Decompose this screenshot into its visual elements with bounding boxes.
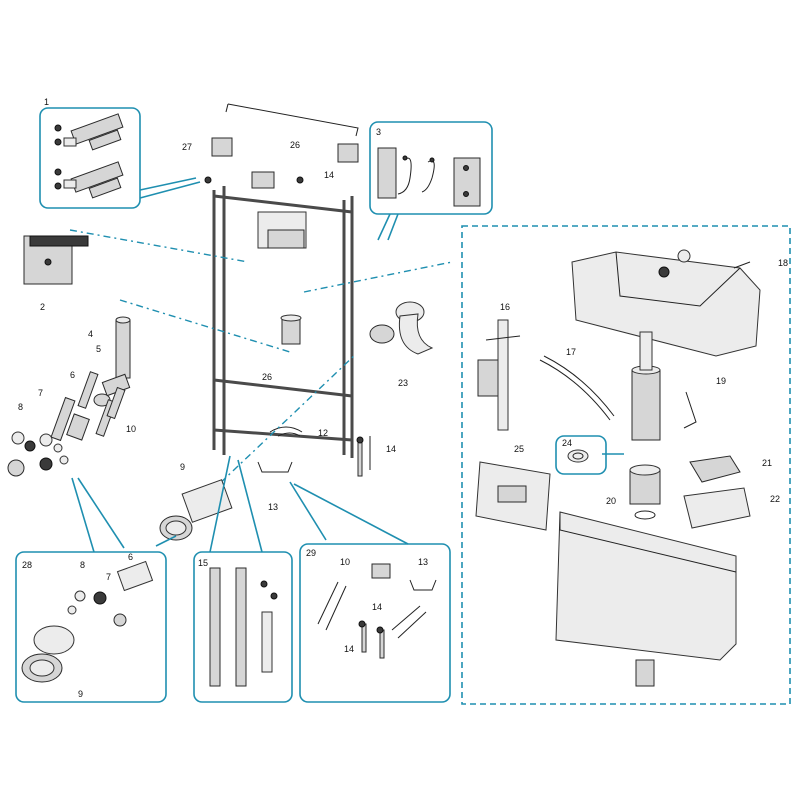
label-28-7: 7 <box>106 572 111 582</box>
detail-box-29: 29 10 13 14 14 <box>299 543 451 703</box>
detail-box-1: 1 <box>39 97 201 209</box>
label-18: 18 <box>778 258 788 268</box>
label-6: 6 <box>70 370 75 380</box>
cistern-assembly: 18 16 17 19 24 25 20 21 22 <box>461 225 791 705</box>
label-29-14a: 14 <box>372 602 382 612</box>
label-20: 20 <box>606 496 616 506</box>
label-28-8: 8 <box>80 560 85 570</box>
label-19: 19 <box>716 376 726 386</box>
label-21: 21 <box>762 458 772 468</box>
part-2-box: 2 <box>23 235 89 312</box>
label-9: 9 <box>180 462 185 472</box>
label-29-10: 10 <box>340 557 350 567</box>
installation-frame: 26 27 14 26 12 14 13 <box>182 103 396 512</box>
label-29: 29 <box>306 548 316 558</box>
label-12: 12 <box>318 428 328 438</box>
label-22: 22 <box>770 494 780 504</box>
label-2: 2 <box>40 302 45 312</box>
label-28: 28 <box>22 560 32 570</box>
label-8: 8 <box>18 402 23 412</box>
label-26-top: 26 <box>290 140 300 150</box>
label-3: 3 <box>376 127 381 137</box>
label-17: 17 <box>566 347 576 357</box>
label-27: 27 <box>182 142 192 152</box>
label-1: 1 <box>44 97 49 107</box>
label-16: 16 <box>500 302 510 312</box>
part-9-sleeves: 9 <box>159 462 233 541</box>
label-25: 25 <box>514 444 524 454</box>
bracket-parts-1 <box>54 113 124 199</box>
label-14-top: 14 <box>324 170 334 180</box>
label-28-9: 9 <box>78 689 83 699</box>
label-4: 4 <box>88 329 93 339</box>
label-28-6: 6 <box>128 552 133 562</box>
label-15: 15 <box>198 558 208 568</box>
pipe-parts-left: 4 5 6 7 8 10 <box>7 316 136 477</box>
part-23-elbow: 23 <box>369 301 434 388</box>
detail-box-28: 28 8 7 6 9 <box>15 551 167 703</box>
label-13: 13 <box>268 502 278 512</box>
label-23: 23 <box>398 378 408 388</box>
label-14-mid: 14 <box>386 444 396 454</box>
label-7: 7 <box>38 388 43 398</box>
label-10: 10 <box>126 424 136 434</box>
label-26-mid: 26 <box>262 372 272 382</box>
label-24: 24 <box>562 438 572 448</box>
label-29-14b: 14 <box>344 644 354 654</box>
label-5: 5 <box>96 344 101 354</box>
detail-box-3: 3 <box>369 121 493 241</box>
label-29-13: 13 <box>418 557 428 567</box>
detail-box-15: 15 <box>193 551 293 703</box>
